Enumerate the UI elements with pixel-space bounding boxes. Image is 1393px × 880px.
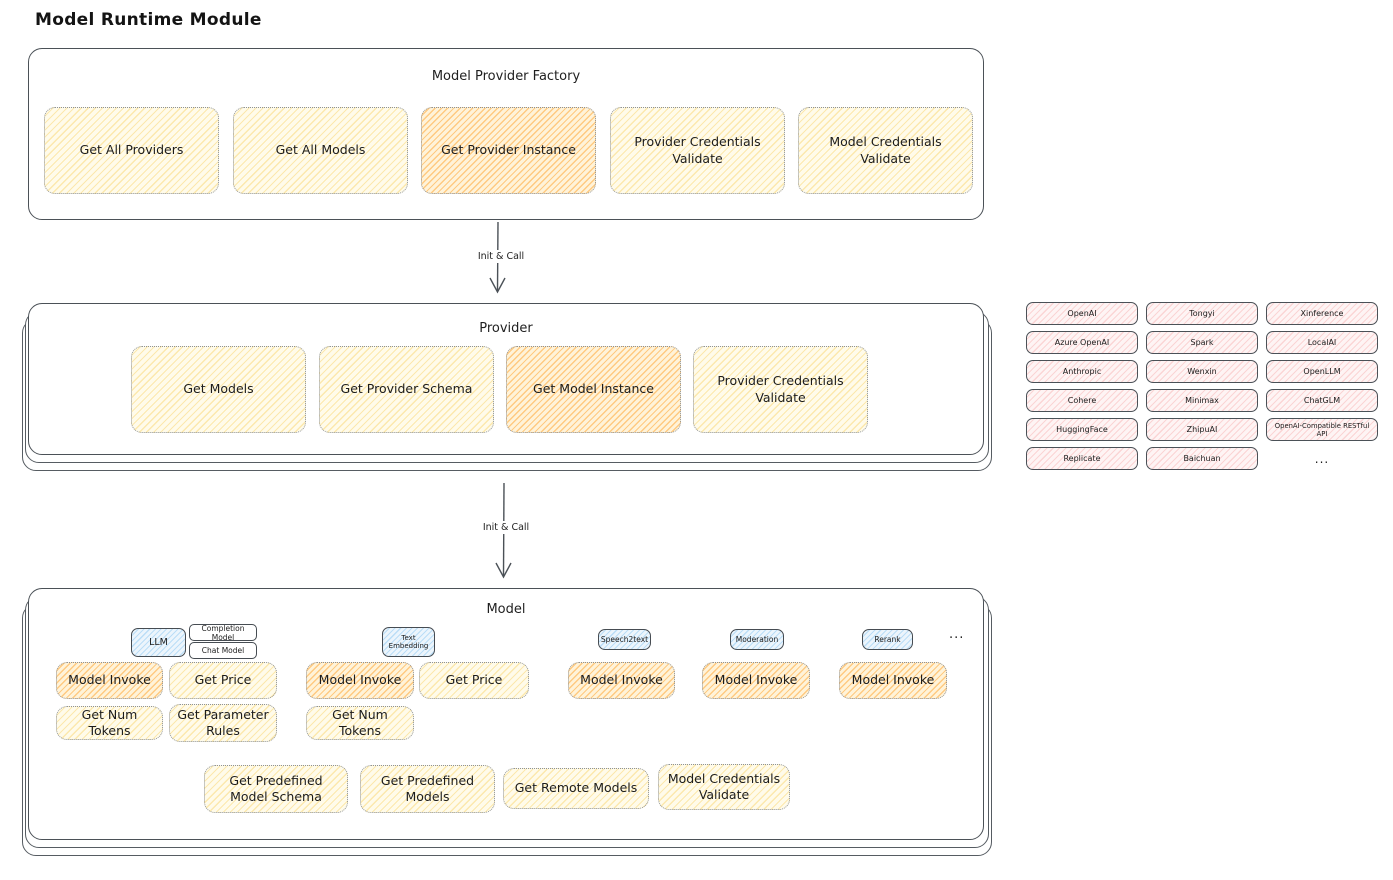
fn-get-all-providers: Get All Providers	[44, 107, 219, 194]
provider-node: Baichuan	[1146, 447, 1258, 470]
fn-model-invoke-text-embedding: Model Invoke	[306, 662, 414, 699]
fn-get-parameter-rules: Get Parameter Rules	[169, 704, 277, 742]
provider-node: Replicate	[1026, 447, 1138, 470]
fn-get-model-instance: Get Model Instance	[506, 346, 681, 433]
arrow2-label: Init & Call	[469, 521, 543, 534]
factory-box: Model Provider Factory Get All Providers…	[28, 48, 984, 220]
provider-node: Azure OpenAI	[1026, 331, 1138, 354]
tag-moderation: Moderation	[730, 629, 784, 650]
provider-node: OpenAI-Compatible RESTful API	[1266, 418, 1378, 441]
tag-chat-model: Chat Model	[189, 642, 257, 659]
fn-get-price-text-embedding: Get Price	[419, 662, 529, 699]
provider-node: OpenAI	[1026, 302, 1138, 325]
factory-title: Model Provider Factory	[431, 69, 581, 84]
provider-node: Tongyi	[1146, 302, 1258, 325]
tag-speech2text: Speech2text	[598, 629, 651, 650]
provider-node: Cohere	[1026, 389, 1138, 412]
fn-get-models: Get Models	[131, 346, 306, 433]
diagram-title: Model Runtime Module	[35, 10, 262, 30]
provider-node: ChatGLM	[1266, 389, 1378, 412]
provider-list-ellipsis: ...	[1314, 451, 1330, 466]
fn-get-num-tokens-llm: Get Num Tokens	[56, 706, 163, 740]
fn-get-remote-models: Get Remote Models	[503, 768, 649, 809]
provider-node: Anthropic	[1026, 360, 1138, 383]
provider-title: Provider	[479, 321, 533, 336]
arrow1-label: Init & Call	[464, 250, 538, 263]
fn-get-predefined-models: Get Predefined Models	[360, 765, 495, 813]
fn-get-predefined-model-schema: Get Predefined Model Schema	[204, 765, 348, 813]
fn-get-provider-schema: Get Provider Schema	[319, 346, 494, 433]
fn-get-all-models: Get All Models	[233, 107, 408, 194]
provider-list-grid: OpenAI Tongyi Xinference Azure OpenAI Sp…	[1026, 302, 1378, 470]
fn-model-invoke-moderation: Model Invoke	[702, 662, 810, 699]
provider-node: OpenLLM	[1266, 360, 1378, 383]
tag-rerank: Rerank	[862, 629, 913, 650]
model-tags-ellipsis: ...	[949, 627, 965, 642]
provider-node: Xinference	[1266, 302, 1378, 325]
fn-model-credentials-validate-model: Model Credentials Validate	[658, 764, 790, 810]
provider-node: Wenxin	[1146, 360, 1258, 383]
model-box: Model LLM Completion Model Chat Model Te…	[28, 588, 984, 840]
fn-model-invoke-llm: Model Invoke	[56, 662, 163, 699]
fn-get-provider-instance: Get Provider Instance	[421, 107, 596, 194]
provider-node: Minimax	[1146, 389, 1258, 412]
fn-provider-credentials-validate-provider: Provider Credentials Validate	[693, 346, 868, 433]
fn-model-invoke-rerank: Model Invoke	[839, 662, 947, 699]
tag-completion-model: Completion Model	[189, 624, 257, 642]
tag-text-embedding: Text Embedding	[382, 627, 435, 657]
fn-get-price-llm: Get Price	[169, 662, 277, 699]
fn-model-invoke-speech2text: Model Invoke	[568, 662, 675, 699]
provider-node: LocalAI	[1266, 331, 1378, 354]
provider-node: HuggingFace	[1026, 418, 1138, 441]
provider-node: ZhipuAI	[1146, 418, 1258, 441]
fn-model-credentials-validate-factory: Model Credentials Validate	[798, 107, 973, 194]
provider-node: Spark	[1146, 331, 1258, 354]
model-title: Model	[486, 602, 526, 617]
provider-box: Provider Get Models Get Provider Schema …	[28, 303, 984, 455]
fn-get-num-tokens-text-embedding: Get Num Tokens	[306, 706, 414, 740]
fn-provider-credentials-validate-factory: Provider Credentials Validate	[610, 107, 785, 194]
tag-llm: LLM	[131, 628, 186, 657]
